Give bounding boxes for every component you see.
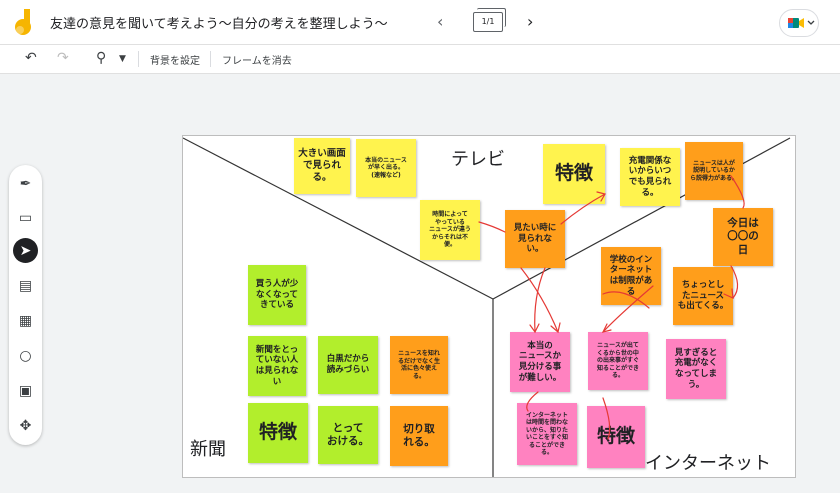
- frame-indicator[interactable]: 1/1: [473, 8, 506, 32]
- shape-icon[interactable]: ○: [19, 347, 32, 364]
- sticky-note[interactable]: 見たい時に 見られな い。: [505, 210, 565, 268]
- sticky-note[interactable]: 特徴: [248, 403, 308, 463]
- prev-frame-icon[interactable]: ‹: [437, 12, 444, 31]
- sticky-note[interactable]: 切り取 れる。: [390, 406, 448, 466]
- label-tv: テレビ: [451, 149, 505, 170]
- frame-count: 1/1: [481, 17, 495, 26]
- sticky-note[interactable]: 今日は 〇〇の 日: [713, 208, 773, 266]
- secondary-toolbar: ↶ ↷ ⚲ ▼ 背景を設定 フレームを消去: [0, 45, 840, 74]
- sticky-note[interactable]: ニュースを知れ るだけでなく生 活に色々使え る。: [390, 336, 448, 394]
- laser-icon[interactable]: ✥: [19, 417, 32, 434]
- toolbar-divider: [210, 51, 211, 67]
- select-icon[interactable]: ➤: [13, 238, 38, 263]
- clear-frame-button[interactable]: フレームを消去: [222, 56, 292, 67]
- pen-icon[interactable]: ✒: [19, 175, 32, 192]
- sticky-note[interactable]: 学校のイン ターネット は制限があ る: [601, 247, 661, 305]
- sticky-note[interactable]: ニュースは人が 説明しているか ら説得力がある。: [685, 142, 743, 200]
- top-bar: 友達の意見を聞いて考えよう〜自分の考えを整理しよう〜 ‹ 1/1 ›: [0, 0, 840, 45]
- eraser-icon[interactable]: ▭: [18, 209, 33, 226]
- tool-palette: ✒ ▭ ➤ ▤ ▦ ○ ▣ ✥: [9, 165, 42, 445]
- image-icon[interactable]: ▦: [18, 312, 33, 329]
- sticky-note[interactable]: ニュースが出て くるから世の中 の出来事がすぐ 知ることができ る。: [588, 332, 648, 390]
- zoom-dropdown-icon[interactable]: ▼: [119, 54, 126, 64]
- sticky-note[interactable]: 本当のニュース が早く出る。 (速報など): [356, 139, 416, 197]
- sticky-note[interactable]: インターネット は時間を問わな いから、知りた いことをすぐ知 ることができ る…: [517, 403, 577, 465]
- sticky-note[interactable]: 大きい画面 で見られ る。: [294, 138, 350, 194]
- toolbar-divider: [138, 51, 139, 67]
- sticky-note[interactable]: 本当の ニュースか 見分ける事 が難しい。: [510, 332, 570, 392]
- set-background-button[interactable]: 背景を設定: [150, 56, 200, 67]
- zoom-icon[interactable]: ⚲: [96, 50, 107, 66]
- text-box-icon[interactable]: ▣: [18, 382, 33, 399]
- sticky-note[interactable]: 白黒だから 読みづらい: [318, 336, 378, 394]
- redo-icon[interactable]: ↷: [57, 50, 69, 66]
- sticky-note[interactable]: とって おける。: [318, 406, 378, 464]
- sticky-note[interactable]: 時間によって やっている ニュースが違う からそれは不 便。: [420, 200, 480, 260]
- sticky-note[interactable]: 特徴: [543, 144, 605, 204]
- sticky-note[interactable]: 買う人が少 なくなって きている: [248, 265, 306, 325]
- label-internet: インターネット: [645, 453, 771, 474]
- document-title[interactable]: 友達の意見を聞いて考えよう〜自分の考えを整理しよう〜: [50, 17, 388, 32]
- sticky-note[interactable]: 見すぎると 充電がなく なってしまう。: [666, 339, 726, 399]
- meet-button[interactable]: [779, 9, 819, 37]
- jamboard-logo[interactable]: [12, 8, 38, 36]
- sticky-note[interactable]: 新聞をとっ ていない人 は見られな い: [248, 336, 306, 396]
- sticky-note[interactable]: ちょっとし たニュース も出てくる。: [673, 267, 733, 325]
- undo-icon[interactable]: ↶: [25, 50, 37, 66]
- next-frame-icon[interactable]: ›: [527, 12, 534, 31]
- meet-icon: [788, 18, 815, 28]
- sticky-note[interactable]: 特徴: [587, 406, 645, 468]
- label-newspaper: 新聞: [190, 439, 226, 460]
- whiteboard-canvas[interactable]: テレビ 新聞 インターネット 大きい画面 で見られ る。 本当のニュース が早く…: [182, 135, 796, 478]
- sticky-note-icon[interactable]: ▤: [18, 277, 33, 294]
- sticky-note[interactable]: 充電関係な いからいつ でも見られ る。: [620, 148, 680, 206]
